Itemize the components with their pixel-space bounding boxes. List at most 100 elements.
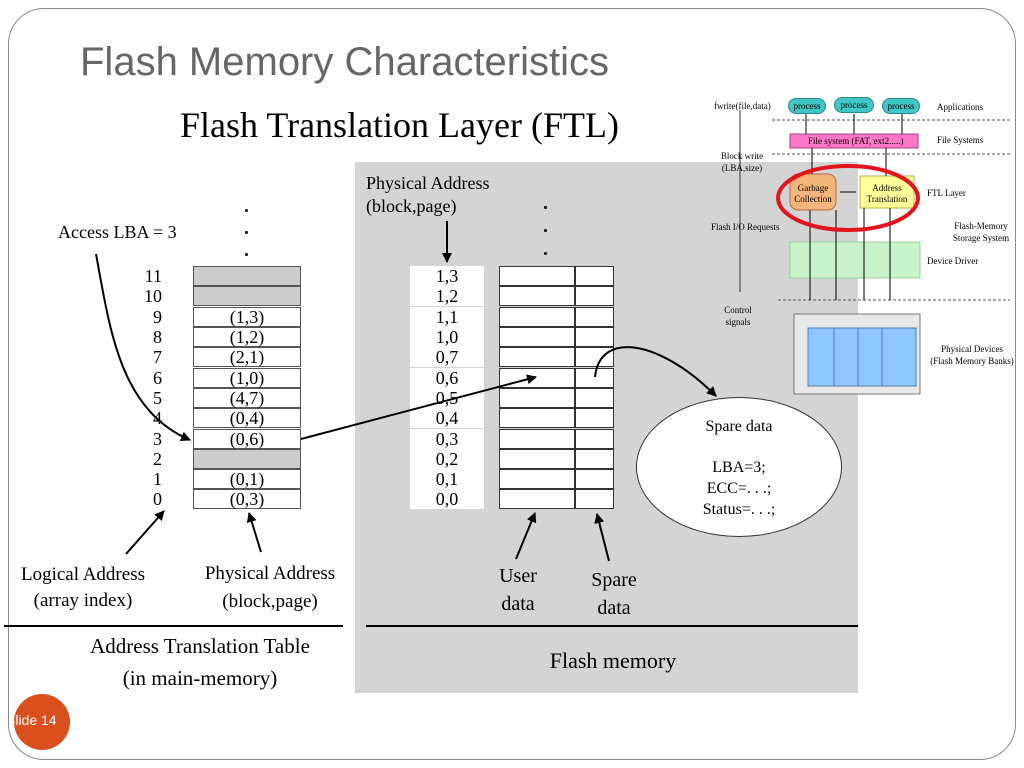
user-data-cell (499, 327, 575, 347)
spare-data-cell (575, 368, 614, 388)
physical-address-cell: 0,2 (410, 449, 484, 469)
inset-garbage-collection: Garbage Collection (790, 183, 836, 205)
user-data-cell (499, 388, 575, 408)
spare-data-cell (575, 449, 614, 469)
spare-data-line1: Spare (591, 569, 637, 591)
access-lba-arrow (95, 253, 191, 442)
table-row (193, 286, 301, 306)
user-data-cell (499, 286, 575, 306)
lba-index: 6 (153, 368, 162, 388)
spare-data-label: Spare data (576, 566, 652, 622)
spare-data-cell (575, 307, 614, 327)
spare-data-cell (575, 286, 614, 306)
inset-block-write: Block write (LBA,size) (712, 150, 772, 174)
user-data-cell (499, 347, 575, 367)
flash-physical-address-header: Physical Address (block,page) (366, 172, 490, 218)
table-row: (0,4) (193, 408, 301, 428)
physical-address-cell: 1,1 (410, 307, 484, 327)
inset-storage-1: Flash-Memory (954, 221, 1008, 231)
access-lba-label: Access LBA = 3 (58, 222, 177, 242)
spare-bubble-line1: LBA=3; (712, 459, 766, 476)
slide-subtitle: Flash Translation Layer (FTL) (180, 105, 619, 145)
table-row: (0,3) (193, 489, 301, 509)
user-data-label: User data (480, 562, 556, 618)
table-caption-line2: (in main-memory) (122, 666, 278, 690)
table-caption-line1: Address Translation Table (90, 634, 310, 658)
inset-address-translation: Address Translation (860, 183, 914, 205)
user-data-cell (499, 368, 575, 388)
inset-control-signals: Control signals (714, 304, 762, 328)
user-data-cell (499, 469, 575, 489)
spare-data-cell (575, 327, 614, 347)
physical-address-cell: 0,4 (410, 408, 484, 428)
slide-title: Flash Memory Characteristics (80, 40, 610, 84)
user-data-cell (499, 307, 575, 327)
inset-process-pill: process (834, 97, 874, 113)
inset-file-system: File system (FAT, ext2.....) (808, 136, 904, 146)
physical-address-cell: 0,5 (410, 388, 484, 408)
ellipsis-dot (544, 229, 547, 232)
inset-physical-1: Physical Devices (941, 344, 1003, 354)
user-data-cell (499, 408, 575, 428)
spare-data-bubble (636, 397, 842, 537)
inset-process-pill: process (882, 98, 920, 114)
logical-address-label: Logical Address (array index) (0, 562, 166, 614)
logical-address-arrow (125, 510, 165, 555)
spare-data-cell (575, 489, 614, 509)
spare-data-arrow (594, 513, 610, 562)
inset-garbage-1: Garbage (797, 183, 829, 193)
lba-index: 2 (153, 449, 162, 469)
inset-file-systems-label: File Systems (937, 135, 984, 145)
physical-address-cell: 1,2 (410, 286, 484, 306)
lba-index: 7 (153, 347, 162, 367)
table-row: (2,1) (193, 347, 301, 367)
table-row: (4,7) (193, 388, 301, 408)
inset-applications: Applications (937, 102, 983, 112)
logical-address-line1: Logical Address (20, 564, 145, 585)
spare-bubble-title: Spare data (705, 418, 773, 435)
lba-index: 3 (153, 429, 162, 449)
inset-block-write-2: (LBA,size) (721, 163, 763, 173)
lba-index: 5 (153, 388, 162, 408)
lba-index: 8 (153, 327, 162, 347)
physical-address-cell: 0,3 (410, 429, 484, 449)
inset-physical-2: (Flash Memory Banks) (930, 356, 1014, 366)
spare-data-cell (575, 388, 614, 408)
physical-address-line2: (block,page) (222, 591, 318, 612)
spare-data-cell (575, 266, 614, 286)
physical-address-cell: 0,1 (410, 469, 484, 489)
physical-address-line1: Physical Address (204, 563, 336, 584)
inset-physical-devices: Physical Devices (Flash Memory Banks) (930, 343, 1014, 367)
spare-lookup-arrow (594, 346, 717, 397)
spare-bubble-line2: ECC=. . .; (706, 480, 772, 497)
user-data-cell (499, 429, 575, 449)
ellipsis-dot (544, 206, 547, 209)
physical-address-arrow (246, 512, 262, 553)
spare-data-line2: data (597, 597, 631, 619)
inset-address-1: Address (872, 183, 902, 193)
table-row (193, 266, 301, 286)
user-data-cell (499, 489, 575, 509)
ftl-architecture-inset (739, 110, 1010, 395)
physical-address-cell: 0,6 (410, 368, 484, 388)
spare-data-cell (575, 347, 614, 367)
table-row: (1,0) (193, 368, 301, 388)
slide-frame (8, 8, 1016, 760)
flash-memory-caption: Flash memory (549, 648, 677, 673)
inset-storage-2: Storage System (952, 233, 1010, 243)
spare-data-cell (575, 469, 614, 489)
table-caption: Address Translation Table (in main-memor… (40, 630, 360, 694)
mapping-arrow (300, 374, 537, 440)
inset-ftl-layer: FTL Layer (927, 188, 966, 198)
physical-address-cell: 1,0 (410, 327, 484, 347)
logical-address-line2: (array index) (33, 590, 133, 611)
table-row: (1,2) (193, 327, 301, 347)
ellipsis-dot (245, 253, 248, 256)
table-row (193, 449, 301, 469)
ellipsis-dot (544, 252, 547, 255)
physical-address-cell: 1,3 (410, 266, 484, 286)
table-row: (1,3) (193, 307, 301, 327)
table-row: (0,6) (193, 429, 301, 449)
